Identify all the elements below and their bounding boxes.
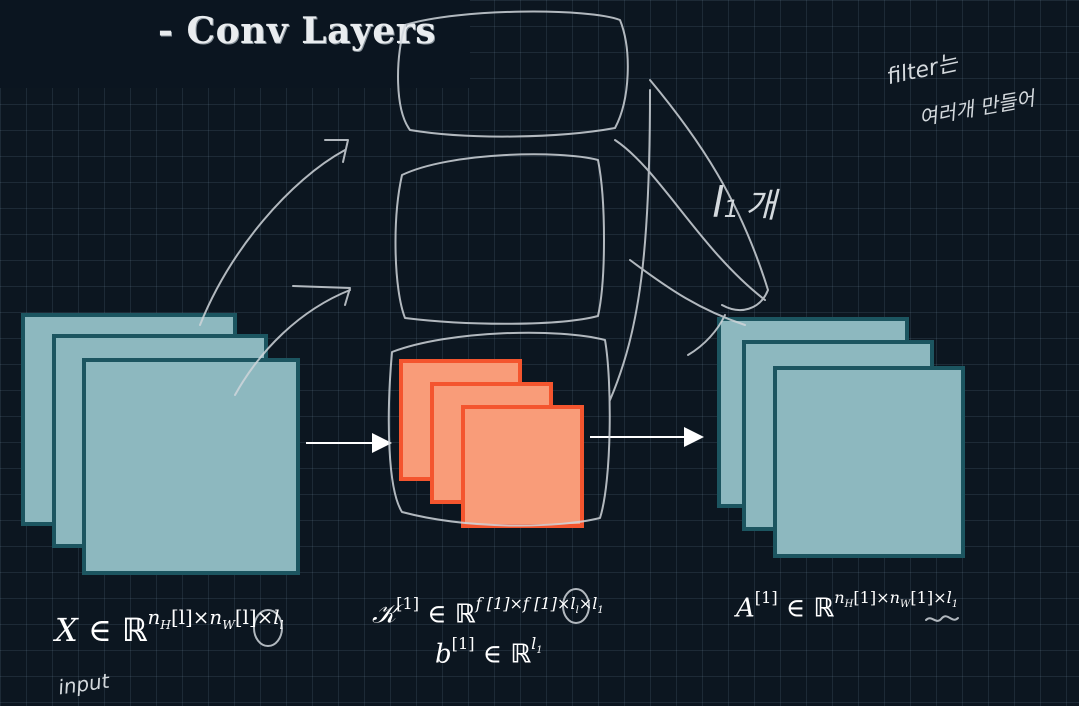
chalk-curve-4 bbox=[629, 259, 746, 326]
input-formula: X ∈ ℝnH[l]×nW[l]×ll bbox=[55, 606, 284, 649]
circle-mark-input bbox=[253, 609, 283, 647]
activation-formula: A[1] ∈ ℝnH[1]×nW[1]×l1 bbox=[736, 588, 959, 624]
chalk-curve-5 bbox=[609, 89, 651, 401]
filter-outline-1 bbox=[397, 10, 629, 138]
slide-title: - Conv Layers bbox=[158, 10, 436, 52]
chalk-curve-7 bbox=[687, 314, 726, 356]
chalk-curve-3 bbox=[614, 139, 766, 301]
chalk-curve-1 bbox=[199, 149, 346, 326]
filter-outline-3 bbox=[387, 331, 611, 527]
kernel-3 bbox=[461, 405, 584, 528]
input-map-3 bbox=[82, 358, 300, 575]
kernel-formula: 𝒦[1] ∈ ℝf [1]×f [1]×ll×l1 bbox=[372, 594, 604, 630]
squiggle-mark bbox=[925, 615, 959, 622]
chalk-curve-6 bbox=[649, 79, 769, 311]
output-map-3 bbox=[773, 366, 965, 558]
bias-formula: b[1] ∈ ℝl1 bbox=[435, 634, 543, 670]
chalk-curve-2 bbox=[234, 289, 351, 396]
chalk-arrowhead-2 bbox=[292, 285, 351, 306]
filter-outline-2 bbox=[394, 153, 605, 325]
title-panel bbox=[0, 0, 470, 88]
chalk-arrowhead-1 bbox=[324, 139, 349, 163]
circle-mark-kernel bbox=[562, 588, 590, 624]
